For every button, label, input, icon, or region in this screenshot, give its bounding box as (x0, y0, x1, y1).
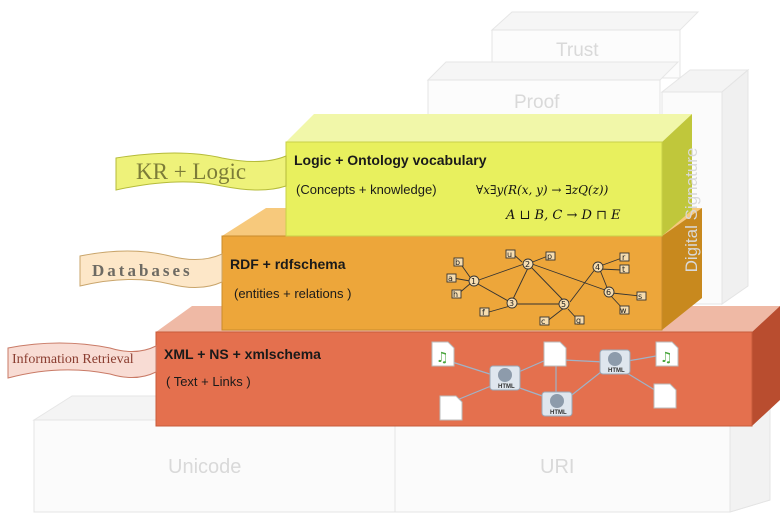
trust-label: Trust (556, 40, 599, 61)
svg-text:2: 2 (525, 260, 530, 269)
html-globe-icon: HTML (541, 391, 573, 417)
kr-logic-banner (115, 152, 287, 191)
rdf-layer-subtitle: (entities + relations ) (234, 286, 352, 301)
svg-text:HTML: HTML (608, 368, 625, 374)
svg-text:c: c (541, 317, 545, 326)
proof-label: Proof (514, 92, 560, 113)
rdf-graph (452, 252, 641, 323)
digital-signature-label: Digital Signature (682, 147, 701, 273)
information-retrieval-banner (7, 342, 157, 379)
svg-text:HTML: HTML (498, 384, 515, 390)
logic-layer-subtitle: (Concepts + knowledge) (296, 182, 437, 197)
svg-text:f: f (482, 308, 485, 317)
xml-layer-title: XML + NS + xmlschema (164, 346, 321, 362)
svg-text:t: t (622, 265, 625, 274)
logic-formula-1: ∀x∃y(R(x, y) → ∃zQ(z)) (476, 183, 609, 197)
svg-text:g: g (576, 316, 581, 325)
logic-formula-2: A ⊔ B, C → D ⊓ E (506, 208, 621, 223)
svg-text:4: 4 (595, 263, 600, 272)
databases-banner-label: Databases (92, 261, 193, 280)
unicode-label: Unicode (168, 456, 242, 478)
svg-text:s: s (638, 292, 642, 301)
svg-text:r: r (622, 253, 626, 262)
svg-text:HTML: HTML (550, 410, 567, 416)
svg-text:5: 5 (561, 300, 566, 309)
svg-text:♫: ♫ (660, 350, 673, 366)
information-retrieval-banner-label: Information Retrieval (12, 352, 134, 367)
kr-logic-banner-label: KR + Logic (136, 159, 247, 184)
music-file-icon: ♫ (431, 341, 455, 367)
svg-text:♫: ♫ (436, 350, 449, 366)
svg-text:h: h (453, 290, 458, 299)
html-globe-icon: HTML (599, 349, 631, 375)
svg-text:u: u (507, 250, 512, 259)
html-globe-icon: HTML (489, 365, 521, 391)
svg-text:w: w (620, 306, 627, 315)
svg-text:p: p (547, 252, 552, 261)
svg-text:a: a (448, 274, 453, 283)
logic-layer-block (285, 114, 692, 237)
databases-banner (79, 250, 223, 288)
logic-layer-title: Logic + Ontology vocabulary (294, 152, 487, 168)
svg-text:6: 6 (606, 288, 611, 297)
xml-layer-subtitle: ( Text + Links ) (166, 374, 251, 389)
rdf-graph-nodes (446, 249, 647, 326)
rdf-graph-labels: 1 2 3 5 4 6 b a h u p f c g r t s w (448, 250, 642, 326)
uri-label: URI (540, 456, 575, 478)
blank-file-icon (439, 341, 677, 421)
rdf-layer-title: RDF + rdfschema (230, 256, 346, 272)
music-file-icon: ♫ (655, 341, 679, 367)
svg-text:3: 3 (509, 299, 514, 308)
svg-text:b: b (455, 258, 460, 267)
svg-text:1: 1 (471, 277, 476, 286)
